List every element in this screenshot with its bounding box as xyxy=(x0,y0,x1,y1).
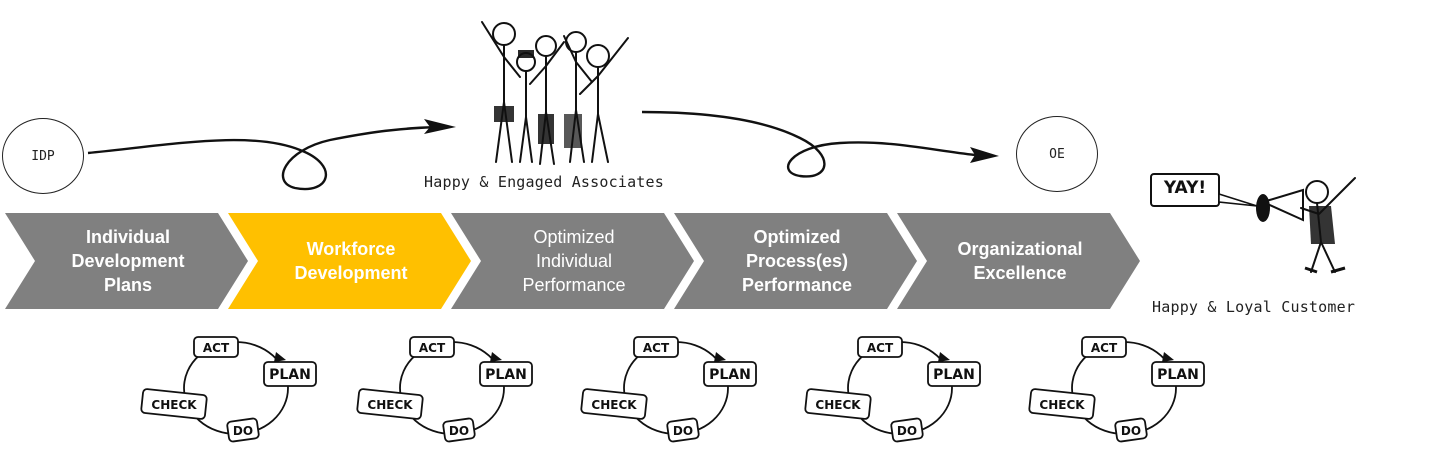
arrowhead-left xyxy=(424,119,456,134)
pdca-plan-label: PLAN xyxy=(269,367,311,383)
pdca-do-label: DO xyxy=(897,424,917,438)
pdca-cycle-icon: ACT PLAN CHECK DO xyxy=(580,336,757,443)
pdca-act-label: ACT xyxy=(867,341,894,355)
pdca-cycle-icon: ACT PLAN CHECK DO xyxy=(140,336,317,443)
pdca-act-label: ACT xyxy=(419,341,446,355)
squiggle-arrow-right xyxy=(641,110,976,178)
chevron-stage-3 xyxy=(451,213,694,309)
pdca-check-tag: CHECK xyxy=(1028,388,1096,420)
pdca-do-tag: DO xyxy=(1114,417,1148,443)
pdca-do-label: DO xyxy=(1121,424,1141,438)
pdca-act-label: ACT xyxy=(203,341,230,355)
oe-circle: OE xyxy=(1016,116,1098,192)
chevron-stage-2 xyxy=(228,213,471,309)
pdca-cycle-icon: ACT PLAN CHECK DO xyxy=(804,336,981,443)
pdca-check-tag: CHECK xyxy=(140,388,208,420)
pdca-plan-tag: PLAN xyxy=(1151,361,1205,387)
pdca-do-tag: DO xyxy=(666,417,700,443)
happy-associates-illustration xyxy=(481,21,629,165)
stage-label-3: Optimized Individual Performance xyxy=(522,227,626,295)
pdca-act-tag: ACT xyxy=(193,336,239,358)
customer-caption: Happy & Loyal Customer xyxy=(1152,298,1356,316)
stage-label-4: Optimized Process(es) Performance xyxy=(741,227,853,295)
pdca-do-label: DO xyxy=(233,424,253,438)
pdca-check-label: CHECK xyxy=(151,398,197,412)
pdca-act-tag: ACT xyxy=(633,336,679,358)
pdca-check-tag: CHECK xyxy=(804,388,872,420)
pdca-plan-tag: PLAN xyxy=(703,361,757,387)
arrowhead-right xyxy=(970,147,999,163)
pdca-do-label: DO xyxy=(673,424,693,438)
pdca-plan-tag: PLAN xyxy=(927,361,981,387)
pdca-plan-label: PLAN xyxy=(933,367,975,383)
pdca-plan-tag: PLAN xyxy=(263,361,317,387)
oe-label: OE xyxy=(1049,146,1065,162)
pdca-plan-label: PLAN xyxy=(709,367,751,383)
pdca-plan-label: PLAN xyxy=(1157,367,1199,383)
pdca-do-tag: DO xyxy=(226,417,260,443)
chevron-stage-1 xyxy=(5,213,248,309)
associates-caption: Happy & Engaged Associates xyxy=(424,173,664,191)
stage-label-5: Organizational Excellence xyxy=(957,239,1083,283)
idp-circle: IDP xyxy=(2,118,84,194)
stage-label-2: Workforce Development xyxy=(294,239,408,283)
yay-speech-text: YAY! xyxy=(1163,178,1207,198)
pdca-act-tag: ACT xyxy=(409,336,455,358)
pdca-act-tag: ACT xyxy=(1081,336,1127,358)
pdca-do-tag: DO xyxy=(442,417,476,443)
pdca-cycle-icon: ACT PLAN CHECK DO xyxy=(356,336,533,443)
pdca-check-label: CHECK xyxy=(367,398,413,412)
stage-label-1: Individual Development Plans xyxy=(71,227,185,295)
pdca-act-tag: ACT xyxy=(857,336,903,358)
pdca-act-label: ACT xyxy=(643,341,670,355)
pdca-check-tag: CHECK xyxy=(356,388,424,420)
pdca-do-label: DO xyxy=(449,424,469,438)
chevron-stage-5 xyxy=(897,213,1140,309)
pdca-act-label: ACT xyxy=(1091,341,1118,355)
pdca-check-label: CHECK xyxy=(815,398,861,412)
pdca-plan-label: PLAN xyxy=(485,367,527,383)
pdca-check-tag: CHECK xyxy=(580,388,648,420)
pdca-plan-tag: PLAN xyxy=(479,361,533,387)
squiggle-arrow-left xyxy=(87,125,441,191)
pdca-check-label: CHECK xyxy=(591,398,637,412)
megaphone-man-illustration xyxy=(1150,173,1356,274)
idp-label: IDP xyxy=(31,148,55,164)
pdca-do-tag: DO xyxy=(890,417,924,443)
chevron-stage-4 xyxy=(674,213,917,309)
pdca-check-label: CHECK xyxy=(1039,398,1085,412)
pdca-cycle-icon: ACT PLAN CHECK DO xyxy=(1028,336,1205,443)
